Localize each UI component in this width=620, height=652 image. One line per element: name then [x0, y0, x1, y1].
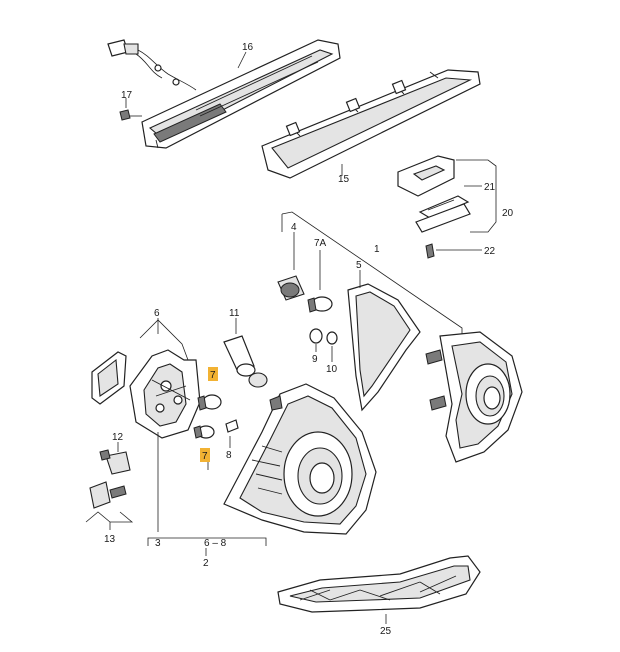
label-2: 2: [203, 558, 209, 569]
label-7-lower: 7: [202, 451, 208, 462]
label-9: 9: [312, 354, 318, 365]
label-21: 21: [484, 182, 496, 193]
part-7-bulbs: [193, 394, 239, 448]
label-3: 3: [155, 538, 161, 549]
label-13: 13: [104, 534, 116, 545]
label-1: 1: [374, 244, 380, 255]
part-25-reflector: [277, 555, 481, 624]
label-7a: 7A: [314, 238, 327, 249]
label-10: 10: [326, 364, 338, 375]
label-15: 15: [338, 174, 350, 185]
part-20-licence-light: [397, 155, 497, 259]
part-1-inner-lamp: [425, 331, 523, 463]
label-4: 4: [291, 222, 297, 233]
label-6: 6: [154, 308, 160, 319]
highlight-7-upper: [208, 367, 218, 381]
part-10-nut: [326, 331, 338, 362]
label-11: 11: [229, 308, 240, 319]
part-17-screw: [119, 98, 142, 121]
label-17: 17: [121, 90, 133, 101]
label-22: 22: [484, 246, 496, 257]
part-7a-bulb: [307, 250, 333, 313]
gasket: [91, 351, 127, 405]
part-5-frame: [347, 270, 421, 412]
label-5: 5: [356, 260, 362, 271]
part-9-clip: [309, 328, 323, 352]
part-15-cover: [261, 69, 481, 179]
label-7-upper: 7: [210, 370, 216, 381]
highlight-7-lower: [200, 448, 210, 462]
label-12: 12: [112, 432, 124, 443]
label-25: 25: [380, 626, 392, 637]
label-6-8: 6 – 8: [204, 538, 227, 549]
label-8: 8: [226, 450, 232, 461]
part-4-bulb-holder: [277, 232, 305, 301]
part-11-bulb: [223, 318, 268, 388]
part-6-bulb-carrier: [129, 318, 201, 439]
part-12-connector: [99, 442, 131, 475]
part-16-brake-light: [107, 39, 341, 149]
label-16: 16: [242, 42, 254, 53]
label-20: 20: [502, 208, 514, 219]
outer-lamp: [223, 383, 377, 535]
part-13-connector: [85, 481, 134, 530]
